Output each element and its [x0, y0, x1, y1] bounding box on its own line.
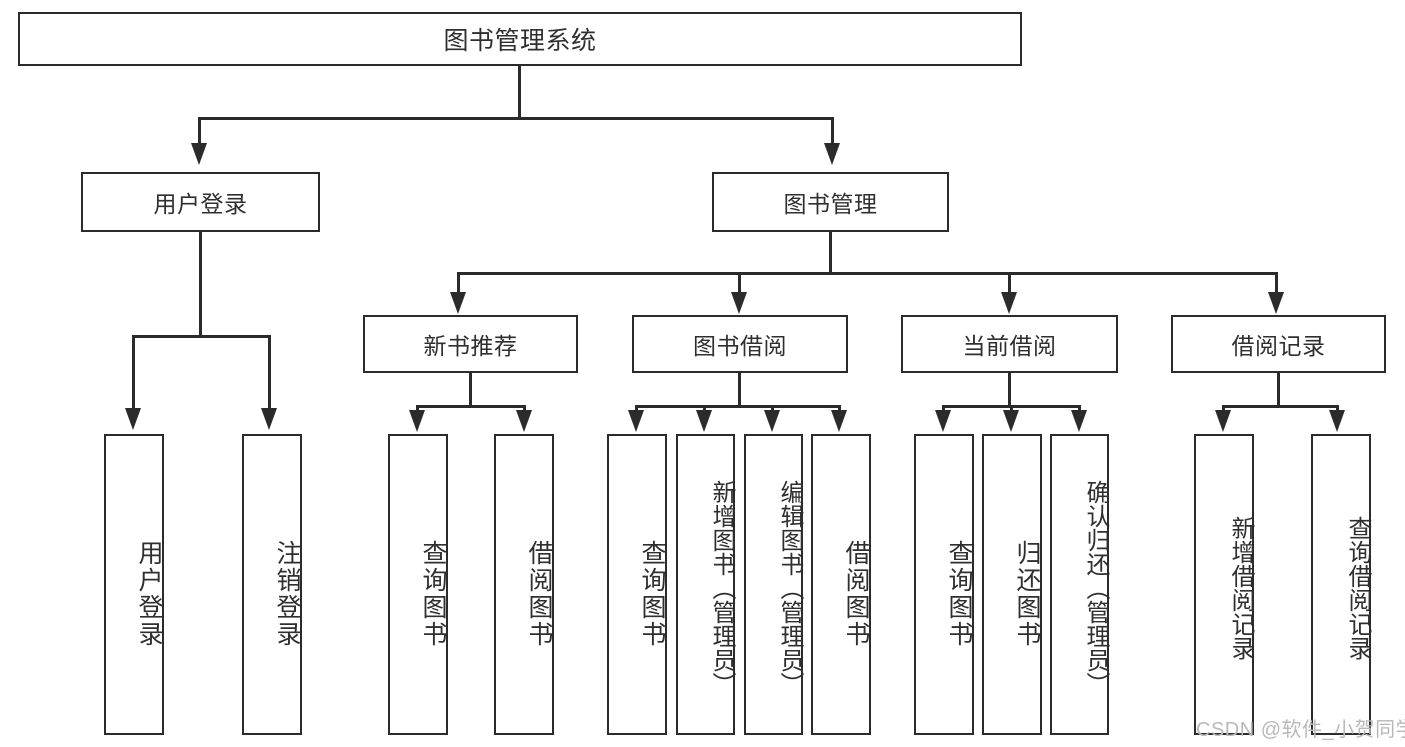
- watermark-text: CSDN @软件_小贺同学: [1196, 719, 1405, 741]
- connector-user-login-bar: [132, 335, 271, 338]
- leaf-current-borrow-query[interactable]: 查询图书: [914, 434, 974, 735]
- arrow-to-new-book: [450, 292, 466, 314]
- node-new-book-recommend[interactable]: 新书推荐: [363, 315, 578, 373]
- connector-book-borrow-leaf-4: [838, 405, 841, 413]
- arrow-new-book-leaf-1: [409, 410, 425, 432]
- connector-to-current-borrow: [1008, 272, 1011, 294]
- connector-borrow-record-stem: [1277, 373, 1280, 405]
- connector-book-borrow-leaf-1: [635, 405, 638, 413]
- arrow-book-borrow-leaf-1: [628, 410, 644, 432]
- node-label: 查询借阅记录: [1344, 515, 1371, 660]
- arrow-book-borrow-leaf-4: [831, 410, 847, 432]
- arrow-current-borrow-leaf-3: [1071, 410, 1087, 432]
- arrow-to-borrow-record: [1268, 292, 1284, 314]
- node-label: 归还图书: [1013, 539, 1041, 648]
- node-label: 用户登录: [135, 539, 163, 648]
- node-label: 新增借阅记录: [1227, 515, 1254, 660]
- connector-root-to-user-login: [198, 117, 201, 145]
- arrow-to-book-borrow: [731, 292, 747, 314]
- arrow-current-borrow-leaf-1: [935, 410, 951, 432]
- arrow-borrow-record-leaf-1: [1215, 410, 1231, 432]
- leaf-book-borrow-query[interactable]: 查询图书: [607, 434, 667, 735]
- node-label: 借阅图书: [525, 539, 553, 648]
- arrow-to-current-borrow: [1001, 292, 1017, 314]
- arrow-user-login-leaf-1: [125, 408, 141, 430]
- connector-book-borrow-leaf-3: [771, 405, 774, 413]
- connector-root-to-book-manage: [831, 117, 834, 145]
- connector-user-login-stem: [199, 232, 202, 335]
- csdn-watermark: CSDN @软件_小贺同学: [1196, 713, 1405, 742]
- leaf-new-book-borrow[interactable]: 借阅图书: [494, 434, 554, 735]
- node-book-borrow[interactable]: 图书借阅: [632, 315, 848, 373]
- arrow-user-login-leaf-2: [261, 408, 277, 430]
- connector-current-borrow-stem: [1008, 373, 1011, 405]
- node-label: 查询图书: [945, 539, 973, 648]
- node-borrow-record[interactable]: 借阅记录: [1171, 315, 1386, 373]
- connector-new-book-leaf-2: [523, 405, 526, 413]
- node-book-management[interactable]: 图书管理: [712, 172, 949, 232]
- connector-book-manage-stem: [829, 232, 832, 272]
- arrow-root-to-user-login: [191, 143, 207, 165]
- connector-user-login-leaf-2: [268, 335, 271, 410]
- connector-book-borrow-leaf-2: [703, 405, 706, 413]
- leaf-user-login-login[interactable]: 用户登录: [104, 434, 164, 735]
- node-label: 查询图书: [638, 539, 666, 648]
- connector-book-manage-bar: [457, 272, 1278, 275]
- connector-to-new-book: [457, 272, 460, 294]
- arrow-book-borrow-leaf-3: [764, 410, 780, 432]
- connector-new-book-bar: [416, 405, 526, 408]
- node-label: 图书管理: [783, 191, 878, 217]
- connector-new-book-stem: [469, 373, 472, 405]
- leaf-borrow-record-add[interactable]: 新增借阅记录: [1194, 434, 1254, 735]
- node-label: 编辑图书（管理员）: [776, 479, 803, 696]
- leaf-new-book-query[interactable]: 查询图书: [388, 434, 448, 735]
- node-label: 图书借阅: [693, 333, 787, 359]
- connector-borrow-record-bar: [1222, 405, 1338, 408]
- connector-root-bar: [198, 117, 834, 120]
- connector-current-borrow-leaf-3: [1078, 405, 1081, 413]
- connector-book-borrow-stem: [738, 373, 741, 405]
- node-current-borrow[interactable]: 当前借阅: [901, 315, 1118, 373]
- connector-to-borrow-record: [1275, 272, 1278, 294]
- node-user-login[interactable]: 用户登录: [81, 172, 320, 232]
- connector-borrow-record-leaf-2: [1336, 405, 1339, 413]
- connector-current-borrow-leaf-2: [1010, 405, 1013, 413]
- leaf-book-borrow-borrow[interactable]: 借阅图书: [811, 434, 871, 735]
- node-label: 注销登录: [273, 539, 301, 648]
- connector-borrow-record-leaf-1: [1222, 405, 1225, 413]
- node-root-system[interactable]: 图书管理系统: [18, 12, 1022, 66]
- leaf-current-borrow-return[interactable]: 归还图书: [982, 434, 1042, 735]
- node-label: 查询图书: [419, 539, 447, 648]
- leaf-borrow-record-query[interactable]: 查询借阅记录: [1311, 434, 1371, 735]
- node-label: 图书管理系统: [443, 27, 597, 55]
- arrow-root-to-book-manage: [824, 143, 840, 165]
- connector-user-login-leaf-1: [132, 335, 135, 410]
- leaf-current-borrow-confirm[interactable]: 确认归还（管理员）: [1050, 434, 1109, 735]
- connector-to-book-borrow: [738, 272, 741, 294]
- leaf-book-borrow-edit[interactable]: 编辑图书（管理员）: [744, 434, 803, 735]
- connector-new-book-leaf-1: [416, 405, 419, 413]
- node-label: 确认归还（管理员）: [1082, 479, 1109, 696]
- node-label: 新增图书（管理员）: [708, 479, 735, 696]
- connector-root-stem: [518, 66, 521, 117]
- arrow-new-book-leaf-2: [516, 410, 532, 432]
- leaf-user-login-logout[interactable]: 注销登录: [242, 434, 302, 735]
- node-label: 用户登录: [153, 191, 248, 217]
- leaf-book-borrow-add[interactable]: 新增图书（管理员）: [676, 434, 735, 735]
- arrow-current-borrow-leaf-2: [1003, 410, 1019, 432]
- node-label: 借阅图书: [842, 539, 870, 648]
- node-label: 借阅记录: [1231, 333, 1326, 359]
- node-label: 当前借阅: [962, 333, 1057, 359]
- arrow-book-borrow-leaf-2: [696, 410, 712, 432]
- connector-book-borrow-bar: [635, 405, 841, 408]
- node-label: 新书推荐: [423, 333, 518, 359]
- connector-current-borrow-leaf-1: [942, 405, 945, 413]
- arrow-borrow-record-leaf-2: [1329, 410, 1345, 432]
